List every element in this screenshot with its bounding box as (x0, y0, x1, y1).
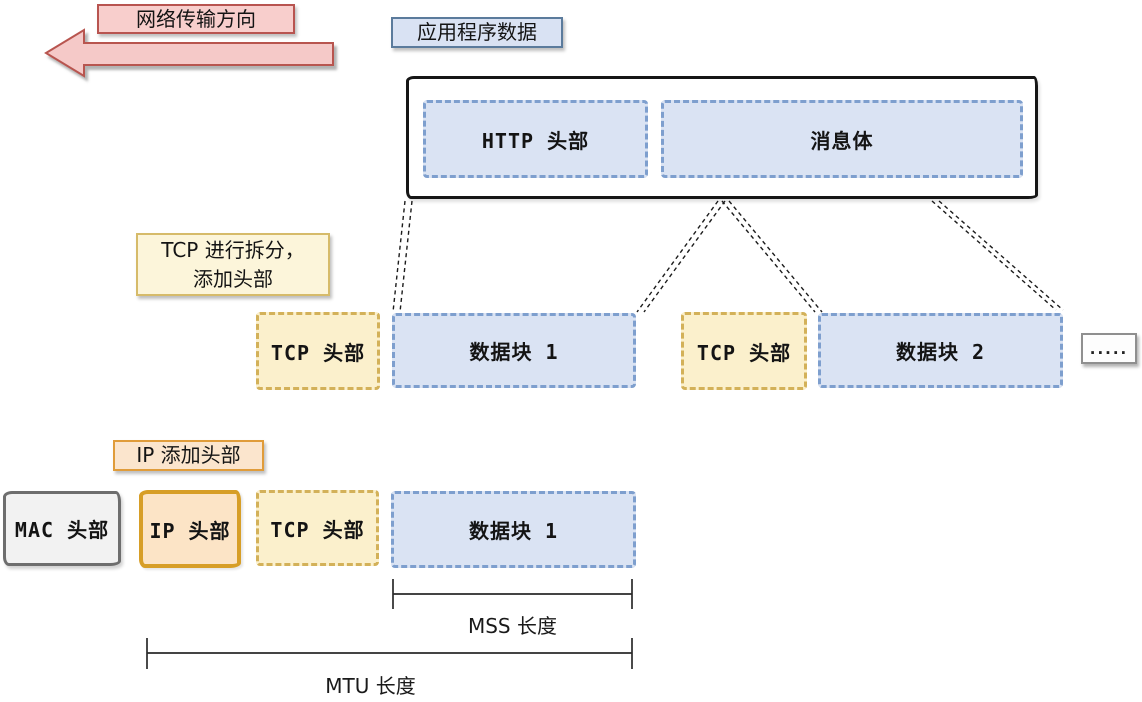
mss-bracket (392, 579, 633, 609)
callout-app-data: 应用程序数据 (391, 17, 563, 48)
direction-arrow (44, 28, 334, 78)
callout-ip-add: IP 添加头部 (113, 440, 264, 471)
direction-label: 网络传输方向 (136, 6, 256, 31)
block-message-body: 消息体 (661, 100, 1023, 178)
more-segments-ellipsis-box: ..... (1081, 333, 1137, 364)
block-data-chunk-1: 数据块 1 (392, 313, 636, 388)
ellipsis-label: ..... (1089, 339, 1129, 358)
data-chunk-1-frame-label: 数据块 1 (468, 519, 559, 543)
block-tcp-header-2: TCP 头部 (681, 312, 807, 390)
mtu-label: MTU 长度 (325, 674, 416, 698)
callout-tcp-split: TCP 进行拆分， 添加头部 (136, 233, 330, 296)
block-http-header: HTTP 头部 (423, 100, 648, 178)
connector-lines (392, 200, 1064, 313)
mac-header-label: MAC 头部 (14, 518, 110, 542)
block-data-chunk-2: 数据块 2 (818, 313, 1063, 388)
block-data-chunk-1-frame: 数据块 1 (391, 491, 636, 568)
tcp-split-label-line2: 添加头部 (193, 266, 273, 291)
message-body-label: 消息体 (810, 128, 874, 153)
mtu-bracket (146, 638, 633, 669)
block-ip-header: IP 头部 (139, 490, 241, 568)
tcp-header-1-label: TCP 头部 (270, 340, 366, 365)
http-header-label: HTTP 头部 (481, 128, 590, 153)
tcp-split-label-line1: TCP 进行拆分， (161, 237, 305, 262)
tcp-header-3-label: TCP 头部 (270, 517, 365, 542)
data-chunk-1-label: 数据块 1 (469, 340, 559, 364)
callout-direction: 网络传输方向 (97, 4, 295, 34)
tcp-header-2-label: TCP 头部 (696, 340, 792, 365)
ip-add-label: IP 添加头部 (136, 443, 241, 467)
mss-label: MSS 长度 (467, 614, 557, 638)
block-mac-header: MAC 头部 (3, 491, 121, 566)
data-chunk-2-label: 数据块 2 (895, 340, 986, 364)
ip-header-label: IP 头部 (149, 518, 231, 543)
block-tcp-header-1: TCP 头部 (256, 312, 380, 390)
app-data-label: 应用程序数据 (417, 20, 537, 44)
block-tcp-header-3: TCP 头部 (256, 490, 379, 566)
